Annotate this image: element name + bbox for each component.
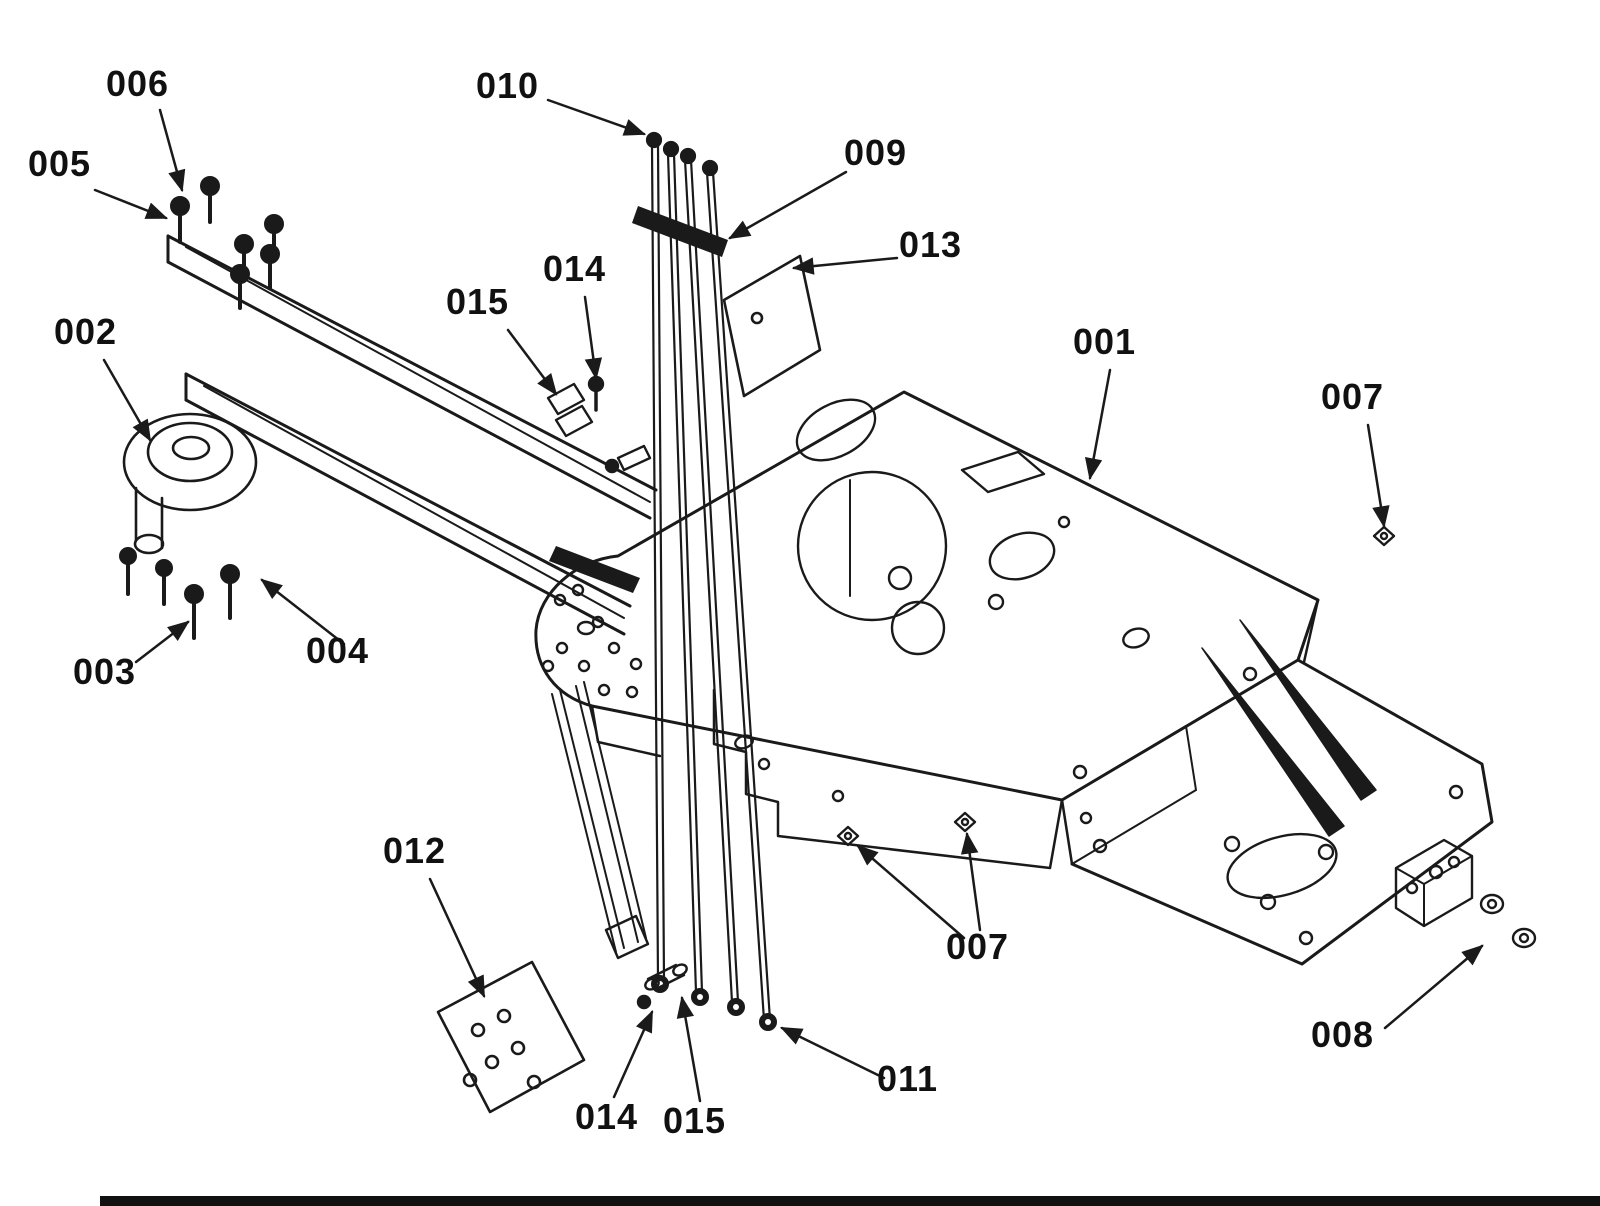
leader-001 [1084,368,1112,481]
rear-platform-details [1079,619,1474,946]
leader-005 [93,188,169,220]
leader-007-bottom-b [960,831,982,932]
part-label-001: 001 [1073,321,1137,362]
frame-rail-upper [166,234,658,520]
scan-edge-artifact [100,1196,1600,1206]
thread-band-009 [632,206,728,257]
leader-003 [134,620,190,664]
leader-012 [428,877,486,998]
part-label-002: 002 [54,311,118,352]
bolts-005-006 [170,176,284,310]
brackets-014-015-top [546,375,652,474]
plate-012 [436,960,586,1114]
part-label-007-right: 007 [1321,376,1385,417]
leader-004 [260,578,346,646]
part-label-006: 006 [106,63,170,104]
part-label-005: 005 [28,143,92,184]
leader-lines [93,98,1484,1103]
part-label-008: 008 [1311,1014,1375,1055]
frame-holes [541,398,1258,803]
leader-015-top [506,328,558,396]
nuts-007 [836,525,1396,847]
part-label-009: 009 [844,132,908,173]
leader-006 [158,108,186,193]
spacers-008 [1479,893,1537,949]
leader-008 [1383,944,1484,1030]
leader-014-bottom [612,1010,654,1099]
support-rods [551,681,650,960]
part-label-010: 010 [476,65,540,106]
leader-010 [546,98,647,136]
leader-015-bottom [676,995,702,1103]
part-label-015-top: 015 [446,281,510,322]
part-label-004: 004 [306,630,370,671]
leader-009 [728,170,848,240]
leader-013 [791,256,899,275]
part-label-012: 012 [383,830,447,871]
parts-014-015-bottom [636,963,688,1010]
part-label-003: 003 [73,651,137,692]
part-label-014-bottom: 014 [575,1096,639,1137]
leader-014-top [583,295,603,381]
part-label-007-bottom: 007 [946,926,1010,967]
leader-002 [102,358,152,442]
leader-007-right [1366,423,1390,529]
part-label-011: 011 [877,1058,939,1099]
part-label-014-top: 014 [543,248,607,289]
bolts-003 [119,547,240,640]
caster-bracket-002 [122,412,258,555]
part-label-015-bottom: 015 [663,1100,727,1141]
leader-007-bottom-a [856,844,966,940]
leader-011 [780,1026,886,1080]
washers-011 [651,975,777,1031]
frame-rail-lower [184,372,632,636]
mounting-rods-010 [549,131,772,1022]
plate-013 [722,254,822,398]
part-label-013: 013 [899,224,963,265]
